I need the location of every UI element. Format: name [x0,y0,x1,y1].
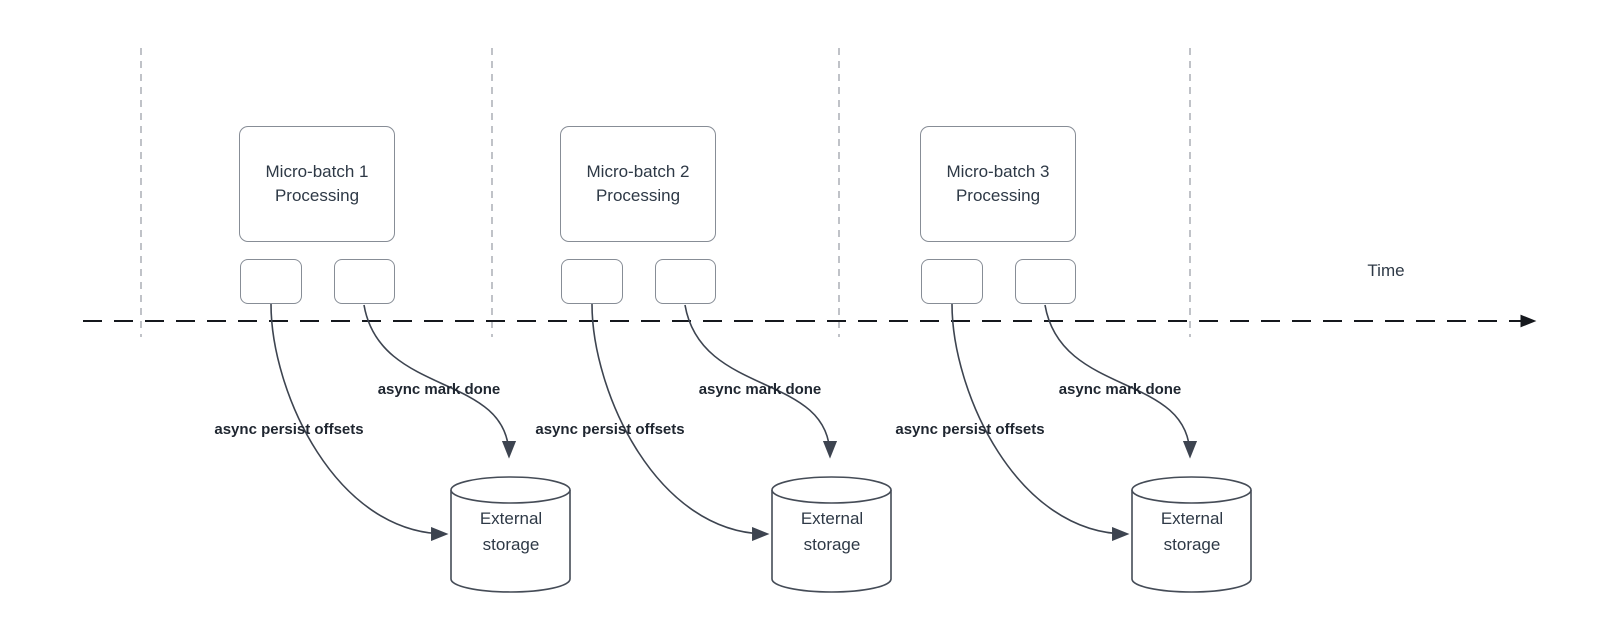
persist-offsets-anchor-box [561,259,623,304]
persist-offsets-arrow-label: async persist offsets [535,421,685,438]
storage-cylinder-icon [1131,476,1252,593]
mark-done-anchor-box [655,259,716,304]
persist-offsets-anchor-box [240,259,302,304]
persist-offsets-arrow-label: async persist offsets [214,421,364,438]
persist-offsets-arrow [951,303,1130,542]
mark-done-anchor-box [334,259,395,304]
persist-offsets-anchor-box [921,259,983,304]
persist-offsets-arrow-label: async persist offsets [895,421,1045,438]
persist-offsets-arrow [591,303,770,542]
micro-batch-1-label: Micro-batch 1 Processing [265,162,369,205]
micro-batch-2-label: Micro-batch 2 Processing [586,162,690,205]
micro-batch-3-processing-box: Micro-batch 3 Processing [920,126,1076,242]
mark-done-arrow-label: async mark done [377,381,501,398]
time-axis-label: Time [1367,261,1405,280]
mark-done-arrow-label: async mark done [698,381,822,398]
mark-done-arrow-label: async mark done [1058,381,1182,398]
micro-batch-3-label: Micro-batch 3 Processing [946,162,1050,205]
mark-done-anchor-box [1015,259,1076,304]
micro-batch-1-processing-box: Micro-batch 1 Processing [239,126,395,242]
external-storage-label: External storage [1160,509,1224,554]
persist-offsets-arrow [270,303,449,542]
storage-cylinder-icon [771,476,892,593]
external-storage-label: External storage [800,509,864,554]
mark-done-arrow [684,304,838,459]
mark-done-arrow [1044,304,1198,459]
mark-done-arrow [363,304,517,459]
external-storage-label: External storage [479,509,543,554]
storage-cylinder-icon [450,476,571,593]
micro-batch-2-processing-box: Micro-batch 2 Processing [560,126,716,242]
